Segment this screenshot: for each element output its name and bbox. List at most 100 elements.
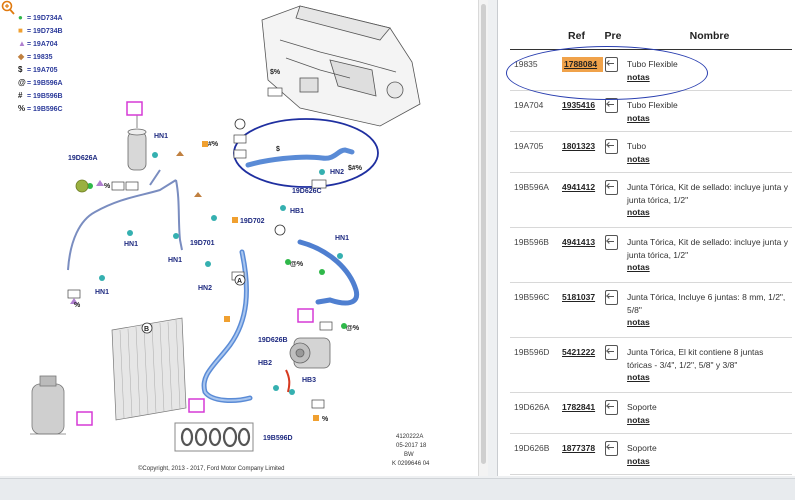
part-ref-link[interactable]: 1801323 (562, 141, 596, 151)
part-name: Tubo (627, 141, 647, 151)
callout-c19d626c[interactable]: 19D626C (292, 188, 322, 195)
zoom-in-icon[interactable] (1, 0, 15, 15)
notes-link[interactable]: notas (627, 112, 650, 123)
part-ref-link[interactable]: 5421222 (562, 347, 596, 357)
pre-cell (603, 338, 627, 392)
oring-kit (174, 422, 254, 452)
hose-main-highlight (203, 251, 251, 402)
pre-cell (603, 228, 627, 282)
legend-item: ●= 19D734A (18, 13, 63, 22)
hose-right (297, 239, 360, 306)
part-code: 19A705 (514, 141, 544, 151)
previous-part-icon[interactable] (605, 180, 618, 195)
legend-item: ▲= 19A704 (18, 39, 58, 48)
notes-link[interactable]: notas (627, 455, 650, 466)
diagram-date: 05-2017 18 (396, 443, 427, 449)
part-name-cell: Tubo Flexible notas (627, 91, 792, 131)
part-ref-link[interactable]: 5181037 (562, 292, 596, 302)
previous-part-icon[interactable] (605, 400, 618, 415)
legend: ●= 19D734A■= 19D734B▲= 19A704◆= 19835$= … (17, 13, 63, 113)
diagram-scrollbar-thumb[interactable] (481, 4, 486, 464)
callout-sym-pct-2: % (74, 302, 81, 309)
notes-link[interactable]: notas (627, 262, 650, 272)
part-ref-link[interactable]: 1877378 (562, 443, 596, 453)
hose-circled (245, 147, 355, 168)
part-ref-link[interactable]: 4941413 (562, 237, 596, 247)
notes-link[interactable]: notas (627, 153, 650, 164)
part-name: Tubo Flexible (627, 59, 678, 69)
diagram-panel[interactable]: ●= 19D734A■= 19D734B▲= 19A704◆= 19835$= … (0, 0, 480, 476)
callout-hn2-b: HN2 (330, 169, 344, 176)
diagram-scrollbar[interactable] (478, 0, 488, 476)
previous-part-icon[interactable] (605, 441, 618, 456)
part-name-cell: Junta Tórica, Kit de sellado: incluye ju… (627, 173, 792, 227)
part-name: Junta Tórica, Kit de sellado: incluye ju… (627, 237, 788, 260)
part-name-cell: Junta Tórica, El kit contiene 8 juntas t… (627, 338, 792, 392)
legend-item: ◆= 19835 (17, 52, 53, 61)
part-code: 19D626A (514, 402, 550, 412)
previous-part-icon[interactable] (605, 290, 618, 305)
callout-sym-pct-1: % (104, 183, 111, 190)
legend-item: #= 19B596B (18, 91, 63, 100)
callout-hn2-a: HN2 (198, 285, 212, 292)
legend-symbol: ▲ (18, 39, 26, 48)
callout-sym-hash-pct: #% (208, 141, 219, 148)
part-ref-link[interactable]: 1782841 (562, 402, 596, 412)
part-name: Tubo Flexible (627, 100, 678, 110)
circle-markers (141, 118, 286, 334)
pre-cell (603, 283, 627, 337)
callout-c19d626b[interactable]: 19D626B (258, 337, 288, 344)
diagram-canvas[interactable]: ●= 19D734A■= 19D734B▲= 19A704◆= 19835$= … (0, 0, 478, 476)
notes-link[interactable]: notas (627, 207, 650, 217)
part-name: Junta Tórica, Kit de sellado: incluye ju… (627, 182, 788, 205)
part-code: 19B596D (514, 347, 550, 357)
callout-hb1: HB1 (290, 208, 304, 215)
diagram-bw: BW (404, 452, 414, 458)
legend-code: = 19835 (27, 54, 53, 61)
previous-part-icon[interactable] (605, 57, 618, 72)
previous-part-icon[interactable] (605, 98, 618, 113)
previous-part-icon[interactable] (605, 345, 618, 360)
callout-sym-pct-3: % (322, 416, 329, 423)
part-ref-link[interactable]: 1935416 (562, 100, 596, 110)
condenser (111, 317, 187, 421)
callout-circle-a: A (237, 278, 242, 285)
part-ref-link[interactable]: 1788084 (562, 57, 603, 72)
notes-link[interactable]: notas (627, 317, 650, 327)
callout-c19b596d[interactable]: 19B596D (263, 435, 293, 442)
callout-labels: HN1HN1HN1HN1HN1HN2HN2HB1HB2HB319D626A19D… (68, 69, 363, 442)
service-port-boxes (76, 101, 314, 426)
callout-hn1-a: HN1 (154, 133, 168, 140)
callout-c19d626a[interactable]: 19D626A (68, 155, 98, 162)
callout-circle-b: B (144, 326, 149, 333)
pre-cell (603, 91, 627, 131)
legend-symbol: # (18, 91, 23, 100)
pipe-lines-left (67, 169, 183, 271)
previous-part-icon[interactable] (605, 235, 618, 250)
diagram-copyright: ©Copyright, 2013 - 2017, Ford Motor Comp… (138, 465, 285, 472)
callout-sym-dollar-hash-pct: $#% (348, 165, 363, 172)
notes-link[interactable]: notas (627, 71, 650, 82)
part-code: 19835 (514, 59, 538, 69)
part-name-cell: Tubo notas (627, 132, 792, 172)
header-pre[interactable]: Pre (604, 30, 622, 42)
notes-link[interactable]: notas (627, 372, 650, 382)
part-name-cell: Junta Tórica, Incluye 6 juntas: 8 mm, 1/… (627, 283, 792, 337)
part-name-cell: Junta Tórica, Kit de sellado: incluye ju… (627, 228, 792, 282)
legend-item: $= 19A705 (18, 65, 58, 74)
notes-link[interactable]: notas (627, 414, 650, 425)
header-nombre[interactable]: Nombre (689, 30, 730, 42)
pre-cell (603, 132, 627, 172)
callout-c19d702[interactable]: 19D702 (240, 218, 265, 225)
header-ref[interactable]: Ref (568, 30, 585, 42)
previous-part-icon[interactable] (605, 139, 618, 154)
part-ref-link[interactable]: 4941412 (562, 182, 596, 192)
callout-c19d701[interactable]: 19D701 (190, 240, 215, 247)
